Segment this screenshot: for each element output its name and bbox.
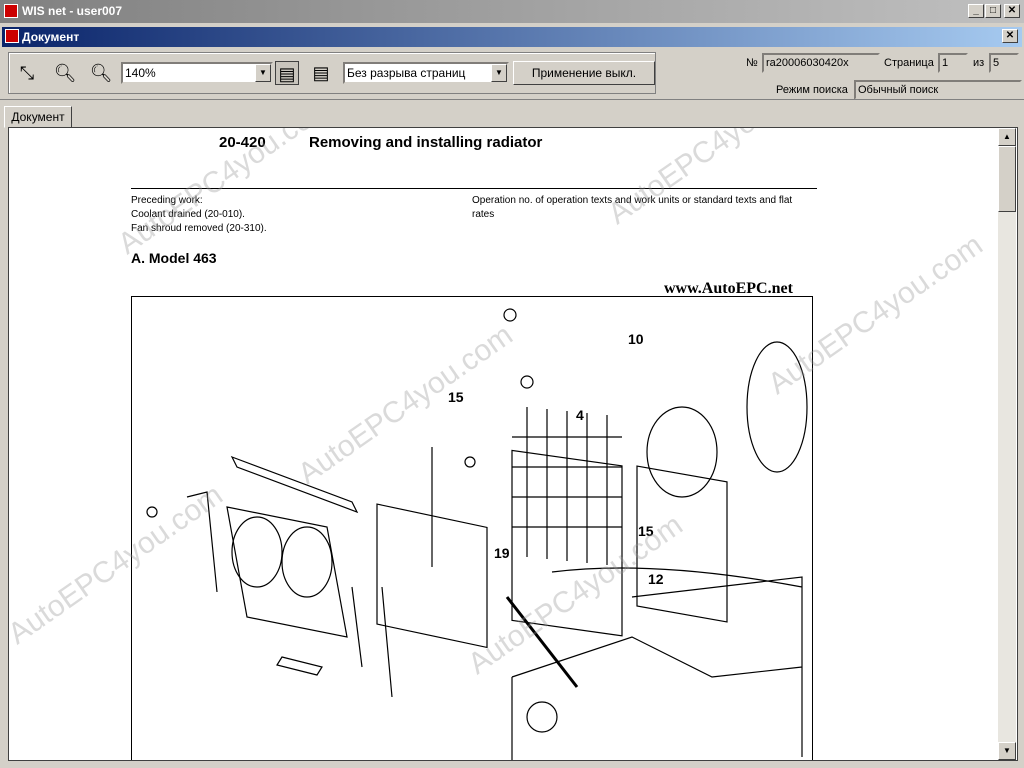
document-icon <box>5 29 19 43</box>
callout-15: 15 <box>448 389 464 405</box>
chevron-down-icon[interactable]: ▼ <box>491 64 507 82</box>
section-heading: A. Model 463 <box>131 250 217 266</box>
scroll-up-button[interactable]: ▲ <box>998 128 1016 146</box>
zoom-in-icon[interactable]: 🔍︎ <box>89 63 113 83</box>
page-total-field: 5 <box>989 53 1019 73</box>
chevron-down-icon[interactable]: ▼ <box>255 64 271 82</box>
search-mode-label: Режим поиска <box>776 84 848 96</box>
single-page-icon[interactable]: ▤ <box>275 61 299 85</box>
scroll-down-button[interactable]: ▼ <box>998 742 1016 760</box>
document-window-title: Документ <box>22 30 80 44</box>
callout-12: 12 <box>648 571 664 587</box>
preceding-label: Preceding work: <box>131 195 203 206</box>
document-close-button[interactable]: ✕ <box>1002 29 1018 43</box>
exploded-view-illustration <box>146 308 808 760</box>
preceding-item: Coolant drained (20-010). <box>131 209 245 220</box>
callout-10: 10 <box>628 331 644 347</box>
number-label: № <box>746 57 758 69</box>
fit-page-icon[interactable]: ⤡ <box>19 63 35 83</box>
site-label: www.AutoEPC.net <box>664 280 793 297</box>
app-title: WIS net - user007 <box>22 4 123 18</box>
page-number-field[interactable]: 1 <box>938 53 968 73</box>
doc-code: 20-420 <box>219 134 266 151</box>
callout-15: 15 <box>638 523 654 539</box>
apply-button[interactable]: Применение выкл. <box>513 61 655 85</box>
app-icon <box>4 4 18 18</box>
operation-note: Operation no. of operation texts and wor… <box>472 195 793 220</box>
scroll-thumb[interactable] <box>998 146 1016 212</box>
page-mode-value: Без разрыва страниц <box>347 66 466 80</box>
search-mode-field: Обычный поиск <box>854 80 1022 100</box>
callout-4: 4 <box>576 407 584 423</box>
radiator-diagram: 10 15 4 15 19 12 <box>131 296 813 760</box>
vertical-scrollbar[interactable]: ▲ ▼ <box>998 128 1016 760</box>
zoom-value: 140% <box>125 66 156 80</box>
callout-19: 19 <box>494 545 510 561</box>
preceding-item: Fan shroud removed (20-310). <box>131 223 267 234</box>
document-number-field: ra20006030420x <box>762 53 880 73</box>
document-view: 20-420 Removing and installing radiator … <box>8 127 1018 761</box>
tab-document[interactable]: Документ <box>4 106 72 128</box>
of-label: из <box>973 57 985 69</box>
zoom-select[interactable]: 140% ▼ <box>121 62 273 84</box>
toolbar: ⤡ 🔍︎ 🔍︎ 140% ▼ ▤ ▤ Без разрыва страниц ▼ П… <box>8 52 656 94</box>
document-window-title-bar: Документ ✕ <box>2 27 1022 47</box>
close-button[interactable]: ✕ <box>1004 4 1020 18</box>
minimize-button[interactable]: _ <box>968 4 984 18</box>
page-mode-select[interactable]: Без разрыва страниц ▼ <box>343 62 509 84</box>
page-label: Страница <box>884 57 934 69</box>
app-title-bar: WIS net - user007 _ □ ✕ <box>0 0 1024 23</box>
zoom-out-icon[interactable]: 🔍︎ <box>53 63 77 83</box>
multi-page-icon[interactable]: ▤ <box>312 63 330 83</box>
maximize-button[interactable]: □ <box>985 4 1001 18</box>
doc-title: Removing and installing radiator <box>309 134 543 151</box>
